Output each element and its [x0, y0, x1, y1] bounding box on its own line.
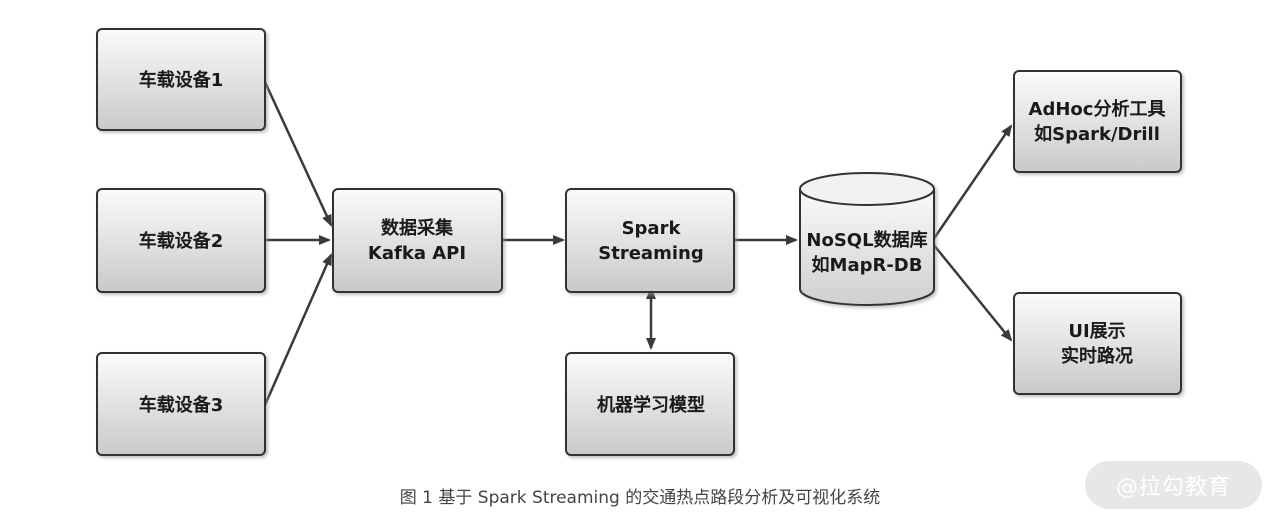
- kafka-label-line2: Kafka API: [368, 243, 466, 264]
- connectors: [263, 81, 1013, 406]
- device-box-3: 车载设备3: [96, 352, 266, 456]
- spark-box: Spark Streaming: [565, 188, 735, 293]
- ml-model-box: 机器学习模型: [565, 352, 735, 456]
- nosql-label-line1: NoSQL数据库: [806, 229, 927, 251]
- adhoc-tools-box: AdHoc分析工具 如Spark/Drill: [1013, 70, 1182, 173]
- figure-caption: 图 1 基于 Spark Streaming 的交通热点路段分析及可视化系统: [399, 488, 881, 508]
- arrow-device3-to-kafka: [263, 253, 333, 406]
- device-label-3: 车载设备3: [139, 394, 224, 416]
- adhoc-label-line2: 如Spark/Drill: [1034, 123, 1160, 145]
- kafka-label-line1: 数据采集: [381, 217, 454, 239]
- arrow-device1-to-kafka: [263, 81, 333, 227]
- spark-label-line1: Spark: [622, 218, 682, 239]
- watermark-badge: @拉勾教育: [1085, 461, 1262, 509]
- kafka-box: 数据采集 Kafka API: [332, 188, 503, 293]
- device-box-2: 车载设备2: [96, 188, 266, 293]
- nosql-database-cylinder: [799, 172, 935, 306]
- ml-model-label: 机器学习模型: [597, 394, 705, 416]
- device-box-1: 车载设备1: [96, 28, 266, 131]
- device-label-2: 车载设备2: [139, 230, 224, 252]
- device-label-1: 车载设备1: [139, 69, 224, 91]
- nosql-label-line2: 如MapR-DB: [812, 254, 923, 276]
- adhoc-label-line1: AdHoc分析工具: [1029, 98, 1166, 120]
- ui-label-line2: 实时路况: [1061, 345, 1133, 367]
- ui-label-line1: UI展示: [1068, 321, 1125, 342]
- arrow-nosql-to-adhoc: [931, 124, 1013, 241]
- ui-display-box: UI展示 实时路况: [1013, 292, 1182, 395]
- spark-label-line2: Streaming: [598, 243, 703, 264]
- arrow-nosql-to-ui: [932, 243, 1013, 342]
